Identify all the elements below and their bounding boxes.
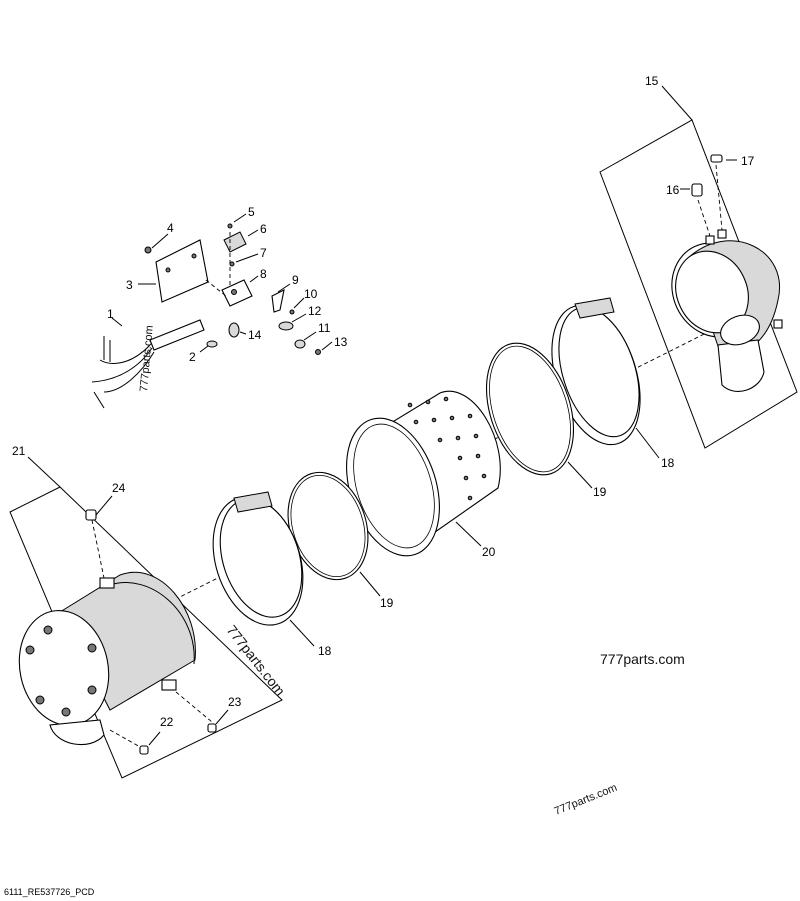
callout-22: 22 xyxy=(160,715,174,729)
watermark-kit: 777parts.com xyxy=(138,325,156,392)
footer-code: 6111_RE537726_PCD xyxy=(4,887,95,897)
plug-23-part xyxy=(207,709,229,733)
filter-canister-part xyxy=(346,390,501,557)
callout-2: 2 xyxy=(189,350,196,364)
callout-24: 24 xyxy=(112,481,126,495)
callout-13: 13 xyxy=(334,335,348,349)
plug-22-part xyxy=(139,731,161,755)
callout-18-right: 18 xyxy=(661,456,675,470)
callout-20: 20 xyxy=(482,545,496,559)
callout-1: 1 xyxy=(107,307,114,321)
gasket-left-part xyxy=(287,471,381,597)
callout-9: 9 xyxy=(292,273,299,287)
plug-17-part xyxy=(710,154,737,163)
callout-16: 16 xyxy=(666,183,680,197)
callout-18-left: 18 xyxy=(318,644,332,658)
panel-right-assembly xyxy=(599,85,798,449)
plug-24-part xyxy=(85,495,113,521)
gasket-right-part xyxy=(485,342,593,489)
callout-10: 10 xyxy=(304,287,318,301)
callout-3: 3 xyxy=(126,278,133,292)
outlet-housing-part xyxy=(671,164,783,392)
callout-19-right: 19 xyxy=(593,485,607,499)
callout-12: 12 xyxy=(308,304,322,318)
callout-17: 17 xyxy=(741,154,755,168)
watermark-bottom: 777parts.com xyxy=(553,782,619,818)
callout-15: 15 xyxy=(645,74,659,88)
callout-6: 6 xyxy=(260,222,267,236)
callout-19-left: 19 xyxy=(380,596,394,610)
sensor-bracket-kit xyxy=(91,213,333,409)
callout-14: 14 xyxy=(248,328,262,342)
watermark-right: 777parts.com xyxy=(600,651,685,667)
inlet-housing-part xyxy=(18,519,213,749)
plug-16-part xyxy=(680,183,703,197)
clamp-left-part xyxy=(212,491,315,647)
callout-8: 8 xyxy=(260,267,267,281)
callout-21: 21 xyxy=(12,444,26,458)
callout-23: 23 xyxy=(228,695,242,709)
callout-5: 5 xyxy=(248,205,255,219)
callout-7: 7 xyxy=(260,246,267,260)
callout-11: 11 xyxy=(318,321,331,335)
watermark-left: 777parts.com xyxy=(224,622,289,699)
callout-4: 4 xyxy=(167,221,174,235)
clamp-right-part xyxy=(551,297,660,459)
